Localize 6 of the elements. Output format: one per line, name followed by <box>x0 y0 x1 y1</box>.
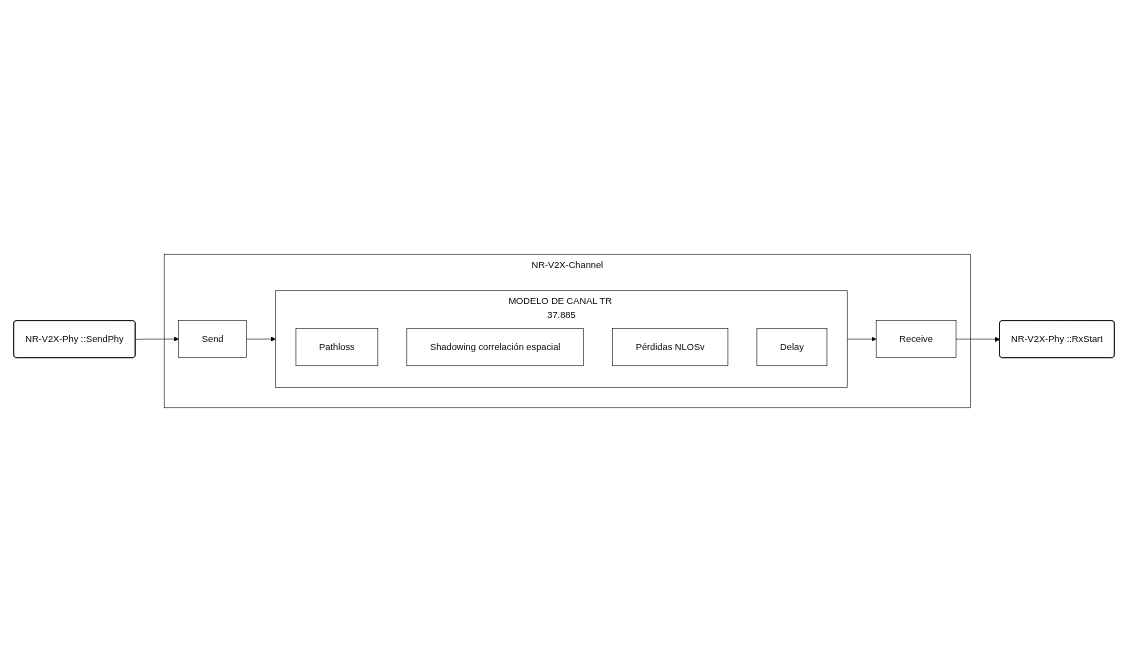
node-box: Receive <box>875 319 956 358</box>
node-box: Pérdidas NLOSv <box>611 327 728 366</box>
node-box: Send <box>177 319 247 358</box>
node-box: Pathloss <box>295 327 378 366</box>
node-box: Shadowing correlación espacial <box>406 327 584 366</box>
node-box: Delay <box>756 327 827 366</box>
